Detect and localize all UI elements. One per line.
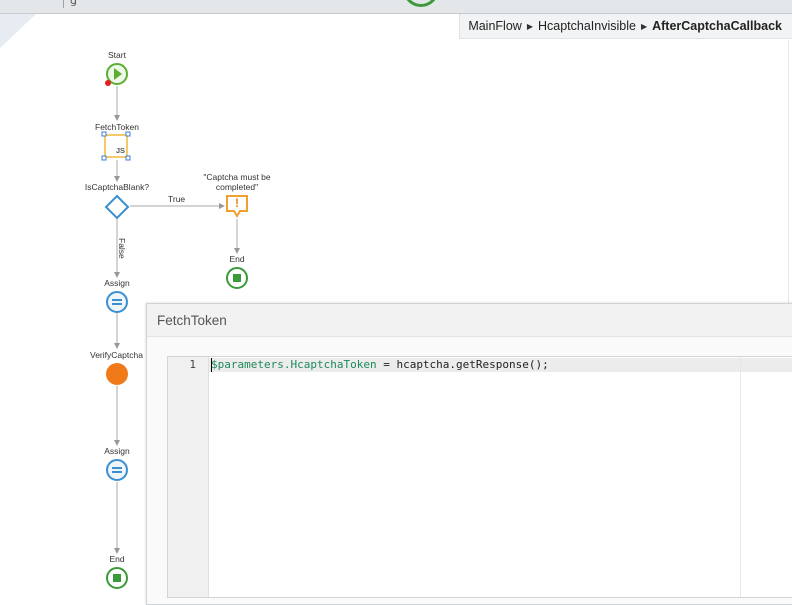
line-number: 1 bbox=[189, 358, 196, 371]
fetchtoken-js-node[interactable]: JS bbox=[104, 134, 128, 158]
panel-title: FetchToken bbox=[147, 304, 792, 337]
iscaptchablank-node-label: IsCaptchaBlank? bbox=[84, 182, 150, 192]
verifycaptcha-action-node[interactable] bbox=[104, 361, 130, 387]
code-line-1[interactable]: $parameters.HcaptchaToken = hcaptcha.get… bbox=[211, 358, 549, 372]
code-editor[interactable]: 1 $parameters.HcaptchaToken = hcaptcha.g… bbox=[167, 356, 792, 598]
code-rest-token: = hcaptcha.getResponse(); bbox=[376, 358, 549, 371]
end-bottom-node[interactable] bbox=[105, 566, 131, 592]
message-node[interactable] bbox=[225, 194, 251, 220]
message-label-line2: completed" bbox=[215, 182, 259, 192]
breadcrumb-item-hcaptchainvisible[interactable]: HcaptchaInvisible bbox=[537, 19, 636, 33]
assign-1-node-label: Assign bbox=[104, 278, 130, 288]
start-node[interactable] bbox=[105, 62, 131, 88]
top-toolbar-strip: g bbox=[0, 0, 792, 14]
assign-2-node-label: Assign bbox=[104, 446, 130, 456]
stop-icon bbox=[233, 274, 241, 282]
message-node-label: "Captcha must be completed" bbox=[196, 172, 278, 192]
breadcrumb-item-mainflow[interactable]: MainFlow bbox=[468, 19, 522, 33]
code-variable-token: $parameters.HcaptchaToken bbox=[211, 358, 377, 371]
breadcrumb: MainFlow ▶ HcaptchaInvisible ▶ AfterCapt… bbox=[459, 14, 792, 39]
breakpoint-icon bbox=[105, 80, 111, 86]
current-line-highlight bbox=[209, 358, 792, 372]
line-gutter: 1 bbox=[168, 357, 209, 597]
end-top-node[interactable] bbox=[225, 266, 251, 292]
javascript-editor-panel: FetchToken 1 $parameters.HcaptchaToken =… bbox=[146, 303, 792, 605]
selection-handles bbox=[101, 131, 131, 161]
start-node-label: Start bbox=[108, 50, 126, 60]
chevron-right-icon: ▶ bbox=[526, 21, 533, 31]
breadcrumb-current: AfterCaptchaCallback bbox=[652, 19, 782, 33]
play-icon bbox=[114, 68, 122, 80]
exclamation-icon: ! bbox=[235, 196, 239, 210]
print-margin bbox=[740, 357, 741, 597]
end-bottom-node-label: End bbox=[109, 554, 125, 564]
canvas-corner-decoration bbox=[0, 14, 36, 48]
fetchtoken-node-label: FetchToken bbox=[95, 122, 139, 132]
assign-2-node[interactable] bbox=[105, 458, 131, 484]
message-label-line1: "Captcha must be bbox=[203, 172, 271, 182]
stop-icon bbox=[113, 574, 121, 582]
end-top-node-label: End bbox=[229, 254, 245, 264]
toolbar-partial-glyph: g bbox=[70, 0, 77, 7]
false-edge-label: False bbox=[117, 238, 127, 259]
verifycaptcha-node-label: VerifyCaptcha bbox=[90, 350, 143, 360]
true-edge-label: True bbox=[168, 194, 186, 204]
text-caret bbox=[211, 358, 212, 372]
canvas-edge-line bbox=[788, 40, 789, 310]
chevron-right-icon: ▶ bbox=[640, 21, 648, 31]
js-icon: JS bbox=[115, 146, 125, 155]
toolbar-separator bbox=[63, 0, 64, 8]
iscaptchablank-decision-node[interactable] bbox=[104, 194, 130, 220]
assign-1-node[interactable] bbox=[105, 290, 131, 316]
